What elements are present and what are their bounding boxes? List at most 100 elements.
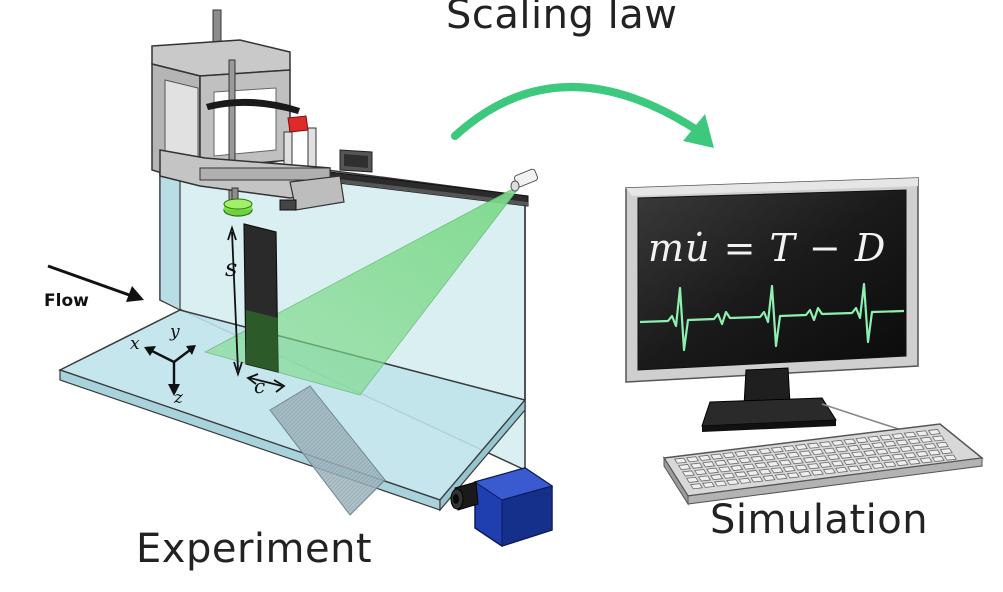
keyboard-key	[943, 454, 957, 461]
keyboard-key	[851, 451, 865, 458]
keyboard-key	[907, 458, 921, 465]
keyboard-key	[859, 464, 873, 471]
mounting-frame	[151, 9, 345, 211]
keyboard-key	[863, 449, 877, 457]
keyboard-key	[690, 462, 704, 469]
scaling-law-title: Scaling law	[446, 0, 678, 38]
keyboard-key	[827, 454, 841, 461]
keyboard-key	[774, 473, 788, 480]
keyboard-key	[887, 447, 901, 454]
keyboard-key	[931, 435, 945, 442]
keyboard	[662, 423, 984, 506]
keyboard-key	[738, 457, 752, 464]
keyboard-key	[927, 428, 941, 436]
span-dimension	[227, 225, 243, 377]
keyboard-key	[819, 441, 833, 448]
keyboard-key	[762, 454, 776, 461]
keyboard-key	[802, 456, 816, 463]
keyboard-key	[891, 433, 905, 440]
keyboard-key	[786, 472, 800, 479]
keyboard-key	[879, 455, 893, 462]
light-sheet-projection	[269, 385, 386, 516]
axis-z-label: z	[174, 388, 183, 408]
keyboard-key	[883, 461, 897, 468]
axis-x-label: x	[130, 334, 140, 354]
keyboard-key	[698, 475, 712, 482]
keyboard-key	[907, 438, 921, 445]
experiment-title: Experiment	[136, 526, 373, 572]
keyboard-key	[677, 464, 691, 471]
keyboard-key	[726, 479, 740, 486]
keyboard-key	[823, 447, 837, 454]
camera	[450, 467, 554, 547]
keyboard-key	[742, 463, 756, 470]
keyboard-key	[778, 459, 792, 466]
keyboard-key	[718, 466, 732, 473]
keyboard-key	[734, 450, 748, 457]
computer-monitor	[625, 177, 919, 432]
keyboard-key	[790, 458, 804, 465]
keyboard-key	[859, 443, 873, 450]
keyboard-key	[698, 454, 712, 461]
keyboard-key	[782, 465, 796, 472]
scaling-law-arrowhead	[683, 114, 714, 148]
keyboard-key	[867, 456, 881, 463]
keyboard-key	[831, 460, 845, 467]
keyboard-key	[822, 468, 836, 475]
keyboard-key	[786, 451, 800, 458]
keyboard-key	[738, 477, 752, 484]
keyboard-key	[794, 464, 808, 471]
keyboard-key	[810, 469, 824, 476]
laser-emitter	[510, 168, 539, 192]
keyboard-key	[867, 435, 881, 442]
monitor-screen	[637, 189, 907, 371]
keyboard-key	[794, 443, 808, 451]
keyboard-key	[770, 446, 784, 453]
keyboard-key	[722, 452, 736, 459]
keyboard-key	[689, 483, 703, 490]
keyboard-key	[835, 446, 849, 453]
keyboard-key	[927, 449, 941, 456]
keyboard-key	[714, 480, 728, 487]
keyboard-key	[839, 452, 853, 459]
flow-arrow	[47, 264, 144, 302]
keyboard-key	[710, 453, 724, 460]
keyboard-key	[686, 456, 700, 463]
chord-dimension	[246, 373, 286, 393]
keyboard-key	[706, 467, 720, 474]
coordinate-axes	[144, 345, 196, 396]
keyboard-key	[855, 457, 869, 464]
keyboard-key	[831, 439, 845, 446]
keyboard-key	[911, 444, 925, 451]
keyboard-key	[919, 436, 933, 443]
keyboard-key	[931, 455, 945, 462]
keyboard-key	[835, 466, 849, 473]
keyboard-key	[847, 465, 861, 472]
keyboard-key	[726, 458, 740, 465]
keyboard-key	[766, 460, 780, 467]
keyboard-key	[919, 457, 933, 464]
keyboard-key	[730, 464, 744, 472]
keyboard-key	[681, 470, 695, 477]
keyboard-key	[806, 463, 820, 470]
keyboard-key	[814, 455, 828, 462]
keyboard-key	[770, 467, 784, 474]
keyboard-key	[758, 448, 772, 455]
keyboard-key	[847, 444, 861, 451]
keyboard-key	[746, 470, 760, 477]
keyboard-key	[891, 453, 905, 460]
ecg-trace	[639, 282, 905, 352]
keyboard-key	[935, 441, 949, 448]
keyboard-key	[734, 471, 748, 478]
laser-sheet	[203, 183, 523, 396]
keyboard-key	[903, 452, 917, 459]
keyboard-key	[899, 445, 913, 452]
keyboard-key	[871, 462, 885, 469]
keyboard-key	[750, 476, 764, 483]
red-clamp	[287, 115, 309, 133]
keyboard-key	[685, 476, 699, 483]
keyboard-key	[903, 431, 917, 438]
keyboard-key	[754, 462, 768, 469]
keyboard-key	[883, 440, 897, 447]
keyboard-key	[722, 472, 736, 479]
